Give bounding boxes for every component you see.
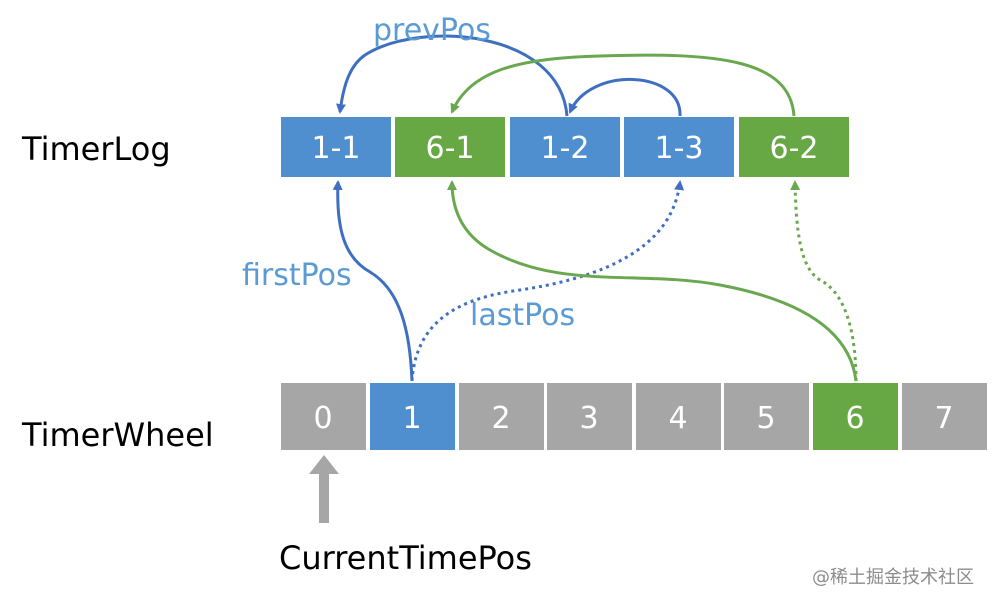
timer-wheel-slot: 5 xyxy=(724,383,809,450)
timer-wheel-slot: 1 xyxy=(370,383,455,450)
timer-log-cell-bg xyxy=(281,117,391,177)
timer-wheel-slot-label: 7 xyxy=(934,401,953,436)
timer-wheel-slot: 7 xyxy=(902,383,987,450)
timer-log-cell: 1-1 xyxy=(281,117,391,177)
timer-wheel-slot: 4 xyxy=(636,383,721,450)
timer-wheel-slot-bg xyxy=(902,383,987,450)
watermark-text: @稀土掘金技术社区 xyxy=(812,567,974,588)
timer-wheel-slot: 0 xyxy=(281,383,366,450)
timer-wheel-slot: 2 xyxy=(459,383,544,450)
timer-wheel-slot-label: 5 xyxy=(756,401,775,436)
timer-log-cell: 6-2 xyxy=(739,117,849,177)
prev-pos-arrow-6-2-to-6-1 xyxy=(450,53,796,117)
timer-wheel-slot-bg xyxy=(547,383,632,450)
timer-log-cell-label: 1-1 xyxy=(312,131,361,166)
first-pos-arrow-slot6 xyxy=(447,180,858,382)
timer-log-cell-label: 1-2 xyxy=(541,131,590,166)
prev-pos-arrow-1-3-to-1-2 xyxy=(568,78,682,117)
timer-wheel-slot-bg xyxy=(459,383,544,450)
last-pos-arrow-slot1 xyxy=(410,180,685,382)
timer-wheel-slot-label: 0 xyxy=(313,401,332,436)
timer-log-row: 1-1 6-1 1-2 1-3 6-2 xyxy=(281,117,849,177)
first-pos-arrow-slot1 xyxy=(332,180,414,382)
last-pos-arrow-slot6 xyxy=(790,180,858,382)
timer-log-cell: 1-3 xyxy=(624,117,734,177)
timer-wheel-slot-bg xyxy=(813,383,898,450)
current-time-pos-label: CurrentTimePos xyxy=(279,539,532,577)
timer-wheel-slot-label: 2 xyxy=(491,401,510,436)
timer-log-cell-bg xyxy=(739,117,849,177)
timer-wheel-slot-label: 6 xyxy=(845,401,864,436)
timer-wheel-slot: 3 xyxy=(547,383,632,450)
timer-log-cell-label: 6-2 xyxy=(770,131,819,166)
first-pos-label: firstPos xyxy=(242,258,352,293)
timer-log-cell-label: 1-3 xyxy=(655,131,704,166)
timer-wheel-slot-label: 3 xyxy=(579,401,598,436)
timer-wheel-slot: 6 xyxy=(813,383,898,450)
timer-log-cell-bg xyxy=(510,117,620,177)
timer-wheel-slot-bg xyxy=(636,383,721,450)
timer-log-cell-bg xyxy=(624,117,734,177)
prev-pos-arrow-1-2-to-1-1 xyxy=(336,34,569,117)
timer-wheel-slot-bg xyxy=(281,383,366,450)
timer-log-cell: 6-1 xyxy=(395,117,505,177)
current-time-pos-arrow xyxy=(309,455,339,523)
timer-wheel-slot-label: 1 xyxy=(402,401,421,436)
prev-pos-label: prevPos xyxy=(373,13,491,48)
timer-wheel-row: 0 1 2 3 4 5 6 7 xyxy=(281,383,987,450)
timer-log-cell-label: 6-1 xyxy=(426,131,475,166)
timer-log-cell-bg xyxy=(395,117,505,177)
timer-wheel-slot-bg xyxy=(370,383,455,450)
timer-wheel-label: TimerWheel xyxy=(21,416,214,454)
timer-wheel-slot-bg xyxy=(724,383,809,450)
timer-log-label: TimerLog xyxy=(21,130,171,168)
last-pos-label: lastPos xyxy=(470,298,575,333)
timer-log-cell: 1-2 xyxy=(510,117,620,177)
timer-wheel-slot-label: 4 xyxy=(668,401,687,436)
